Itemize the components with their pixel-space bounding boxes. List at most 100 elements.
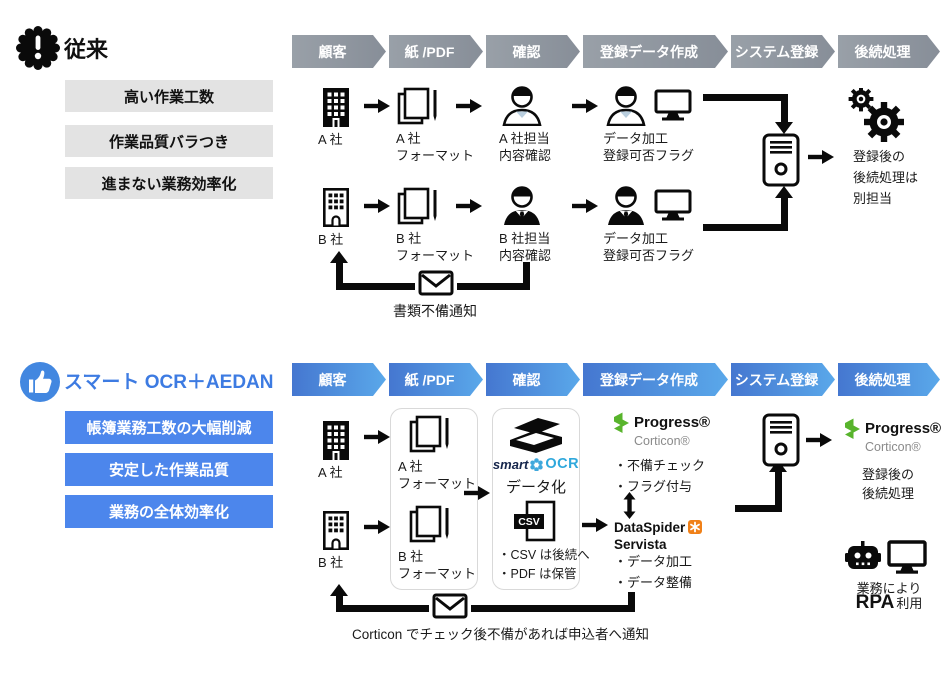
- monitor-icon: [654, 89, 692, 121]
- arrow-up-icon: [330, 584, 348, 596]
- connector-line: [628, 592, 635, 612]
- connector-line: [340, 605, 635, 612]
- arrow-updown-icon: [622, 492, 637, 519]
- legacy-issue-2: 作業品質バラつき: [65, 125, 273, 157]
- legacy-process-a-node: データ加工 登録可否フラグ: [603, 84, 694, 164]
- progress-icon: [612, 412, 630, 433]
- arrow-right-icon: [456, 99, 482, 113]
- connector-line: [781, 94, 788, 124]
- smartocr-logo-smart: smart: [492, 456, 529, 472]
- rpa-caption: 業務により: [856, 581, 922, 596]
- documents-icon: [396, 86, 440, 126]
- legacy-issue-3: 進まない業務効率化: [65, 167, 273, 199]
- legacy-staff-a-node: A 社担当 内容確認: [499, 84, 551, 164]
- flower-icon: [530, 457, 544, 471]
- documents-icon: [408, 504, 452, 544]
- smartocr-logo-ocr: OCR: [545, 456, 580, 472]
- connector-line: [336, 596, 343, 612]
- legacy-process-b-node: データ加工 登録可否フラグ: [603, 184, 694, 264]
- arrow-right-icon: [456, 199, 482, 213]
- arrow-right-icon: [806, 433, 832, 447]
- process-b-label: データ加工 登録可否フラグ: [603, 231, 695, 264]
- arrow-right-icon: [572, 99, 598, 113]
- connector-line: [523, 262, 530, 290]
- gears-icon: [848, 88, 906, 144]
- arrow-right-icon: [582, 518, 608, 532]
- dataspider-notes: ・データ加工 ・データ整備: [614, 554, 693, 590]
- smart-stage-post-processing: 後続処理: [838, 363, 940, 396]
- connector-line: [735, 505, 782, 512]
- process-a-label: データ加工 登録可否フラグ: [603, 131, 695, 164]
- arrow-up-icon: [330, 251, 348, 263]
- connector-line: [781, 198, 788, 231]
- dataize-label: データ化: [505, 479, 566, 496]
- person-icon: [603, 84, 649, 126]
- smart-after-caption: 登録後の 後続処理: [861, 467, 914, 501]
- legacy-format-a-node: A 社 フォーマット: [396, 86, 474, 164]
- format-a-label: A 社 フォーマット: [396, 131, 475, 164]
- building-solid-icon: [318, 420, 354, 460]
- documents-icon: [396, 186, 440, 226]
- arrow-right-icon: [364, 430, 390, 444]
- smartocr-logo: smart OCR: [492, 456, 580, 472]
- legacy-stage-data-creation: 登録データ作成: [583, 35, 728, 68]
- building-outline-icon: [318, 187, 354, 227]
- arrow-up-icon: [775, 186, 793, 198]
- legacy-section-title: 従来: [64, 37, 109, 62]
- smart-benefit-1: 帳簿業務工数の大幅削減: [65, 411, 273, 444]
- legacy-stage-paper-pdf: 紙 /PDF: [389, 35, 483, 68]
- corticon-product-label: Corticon®: [865, 440, 921, 454]
- rpa-big-label: RPA: [855, 592, 895, 613]
- company-b-label: B 社: [318, 555, 344, 570]
- alert-seal-icon: [16, 26, 60, 70]
- documents-icon: [408, 414, 452, 454]
- person-icon: [499, 84, 545, 126]
- legacy-stage-check: 確認: [486, 35, 580, 68]
- rpa-suffix-label: 利用: [896, 596, 923, 611]
- building-solid-icon: [318, 87, 354, 127]
- staff-b-label: B 社担当 内容確認: [499, 231, 552, 264]
- dataspider-servista-logo: DataSpider Servista: [614, 520, 703, 554]
- dataspider-icon: [688, 520, 703, 534]
- progress-brand-label: Progress®: [634, 414, 711, 431]
- rpa-icons: [845, 540, 927, 574]
- monitor-icon: [654, 189, 692, 221]
- server-icon: [762, 133, 800, 187]
- legacy-staff-b-node: B 社担当 内容確認: [499, 184, 551, 264]
- person-tie-icon: [603, 184, 649, 226]
- scanner-icon: [508, 414, 564, 454]
- smart-notice-caption: Corticon でチェック後不備があれば申込者へ通知: [352, 627, 650, 642]
- servista-product-label: Servista: [614, 536, 667, 552]
- thumbs-up-icon: [20, 362, 60, 402]
- envelope-icon: [415, 268, 457, 298]
- progress-corticon-logo: Progress® Corticon®: [612, 412, 710, 448]
- smart-format-b-label: B 社 フォーマット: [398, 549, 477, 582]
- smart-format-a-label: A 社 フォーマット: [398, 459, 477, 492]
- company-a-label: A 社: [318, 132, 343, 147]
- smart-stage-customer: 顧客: [292, 363, 386, 396]
- format-b-label: B 社 フォーマット: [396, 231, 475, 264]
- legacy-stage-system-registration: システム登録: [731, 35, 835, 68]
- smart-format-b-node: [408, 504, 452, 544]
- server-icon: [762, 413, 800, 467]
- legacy-after-note: 登録後の 後続処理は 別担当: [853, 149, 919, 206]
- arrow-right-icon: [808, 150, 834, 164]
- corticon-notes: ・不備チェック ・フラグ付与: [614, 458, 706, 494]
- ocr-notes: ・CSV は後続へ ・PDF は保管: [498, 548, 590, 582]
- legacy-company-a-node: A 社: [318, 87, 354, 148]
- legacy-stage-post-processing: 後続処理: [838, 35, 940, 68]
- monitor-icon: [887, 540, 927, 574]
- progress-brand-label: Progress®: [865, 420, 942, 437]
- connector-line: [703, 94, 788, 101]
- connector-line: [336, 262, 343, 290]
- building-outline-icon: [318, 510, 354, 550]
- connector-line: [703, 224, 788, 231]
- smart-stage-system-registration: システム登録: [731, 363, 835, 396]
- smart-stage-paper-pdf: 紙 /PDF: [389, 363, 483, 396]
- arrow-right-icon: [364, 520, 390, 534]
- progress-icon: [843, 418, 861, 439]
- legacy-issue-1: 高い作業工数: [65, 80, 273, 112]
- smart-benefit-2: 安定した作業品質: [65, 453, 273, 486]
- envelope-icon: [429, 591, 471, 621]
